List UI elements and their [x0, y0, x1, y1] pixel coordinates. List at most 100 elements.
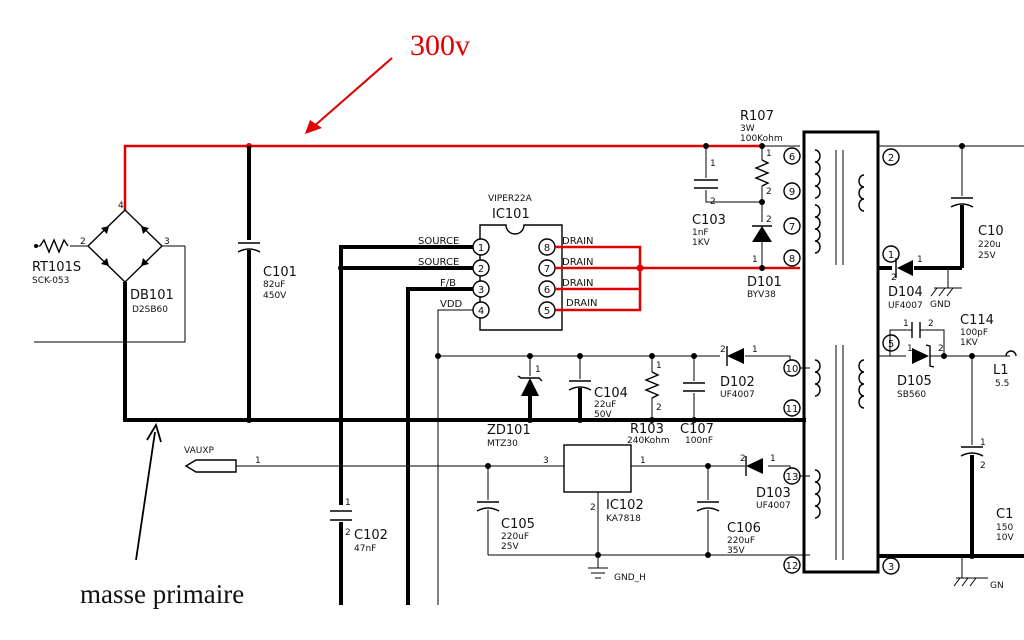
c101-value2: 450V — [263, 291, 287, 301]
zd101-ref: ZD101 — [487, 423, 531, 438]
ground-annotation: masse primaire — [80, 422, 244, 609]
transformer: 6 9 7 8 10 11 13 12 2 1 5 3 — [783, 130, 900, 575]
db101-value: D2SB60 — [132, 305, 168, 315]
svg-text:2: 2 — [710, 197, 716, 207]
xfmr-pin-2: 2 — [888, 153, 894, 164]
source-wires — [338, 245, 473, 505]
d103-ref: D103 — [756, 486, 791, 501]
ic101-pin1-name: SOURCE — [418, 236, 459, 247]
l1-value: 5.5 — [995, 379, 1009, 389]
c114-value2: 1KV — [960, 338, 979, 348]
ic102-value: KA7818 — [606, 514, 641, 524]
c101-value1: 82uF — [263, 280, 285, 290]
capacitor-c102: 1 2 C102 47nF — [330, 498, 388, 605]
drain-wires — [555, 245, 800, 312]
svg-text:1: 1 — [907, 344, 913, 354]
svg-text:1: 1 — [752, 345, 758, 355]
ic101-pin5-num: 5 — [544, 306, 550, 317]
d105-value: SB560 — [897, 390, 926, 400]
c101-ref: C101 — [263, 265, 297, 280]
c106-value2: 35V — [727, 546, 745, 556]
d101-value: BYV38 — [747, 290, 776, 300]
bridge-db101: 4 3 2 DB101 D2SB60 — [34, 201, 186, 343]
fb-vdd-wires — [406, 287, 473, 605]
ic101-pin5-name: DRAIN — [566, 298, 598, 309]
svg-text:1: 1 — [766, 149, 772, 159]
svg-text:4: 4 — [118, 201, 124, 211]
ic101-pin3-name: F/B — [440, 278, 456, 289]
ground-note: masse primaire — [80, 579, 244, 609]
d104-value: UF4007 — [888, 301, 923, 311]
rt101-value: SCK-053 — [32, 276, 69, 286]
c106-ref: C106 — [727, 521, 761, 536]
r103-value: 240Kohm — [627, 436, 670, 446]
svg-text:2: 2 — [891, 273, 897, 283]
db101-ref: DB101 — [130, 288, 174, 303]
c10-value2: 25V — [978, 251, 996, 261]
svg-text:1: 1 — [656, 361, 662, 371]
vauxp-pin: 1 — [255, 456, 261, 466]
ic101-pin6-name: DRAIN — [562, 278, 594, 289]
c104-ref: C104 — [594, 386, 628, 401]
zd101-value: MTZ30 — [487, 439, 518, 449]
capacitor-c101: C101 82uF 450V — [237, 146, 297, 420]
gnd-right-label: GN — [990, 581, 1004, 591]
c102-value: 47nF — [354, 544, 376, 554]
ic101-pin3-num: 3 — [478, 285, 484, 296]
svg-text:2: 2 — [766, 215, 772, 225]
c103-value1: 1nF — [692, 228, 709, 238]
c10-value1: 220u — [978, 240, 1001, 250]
vauxp-label: VAUXP — [184, 446, 214, 456]
vdd-network: 1 1 2 2 1 ZD101 MTZ30 C104 22uF 50V R103… — [438, 345, 810, 449]
d101-ref: D101 — [747, 275, 782, 290]
d104-ref: D104 — [888, 285, 923, 300]
svg-text:1: 1 — [770, 454, 776, 464]
snubber: 1 2 1 2 2 1 R107 3W 100Kohm C103 1nF 1KV… — [692, 109, 783, 300]
ic101-pin8-num: 8 — [544, 243, 550, 254]
svg-text:2: 2 — [345, 528, 351, 538]
svg-text:2: 2 — [766, 187, 772, 197]
c105-ref: C105 — [501, 517, 535, 532]
svg-text:1: 1 — [980, 438, 986, 448]
ic101-pin6-num: 6 — [544, 285, 550, 296]
r107-value2: 100Kohm — [740, 134, 783, 144]
svg-text:3: 3 — [164, 237, 170, 247]
crop-mask — [470, 600, 870, 640]
xfmr-pin-7: 7 — [789, 222, 795, 233]
c105-value1: 220uF — [501, 532, 529, 542]
ic101-pin2-num: 2 — [478, 264, 484, 275]
ic102-ref: IC102 — [606, 498, 644, 513]
c1-value1: 150 — [996, 523, 1013, 533]
c10-ref: C10 — [978, 224, 1004, 239]
aux-regulator: VAUXP 1 3 1 2 IC102 KA7818 2 1 D103 UF40… — [184, 444, 810, 583]
svg-text:2: 2 — [80, 237, 86, 247]
svg-text:1: 1 — [710, 159, 716, 169]
c102-ref: C102 — [354, 528, 388, 543]
ic101-pin4-name: VDD — [440, 299, 463, 310]
c114-ref: C114 — [960, 313, 994, 328]
r107-value1: 3W — [740, 124, 755, 134]
secondary-side: C10 220u 25V 2 1 D104 UF4007 GND 1 2 C11… — [878, 143, 1024, 591]
r103-ref: R103 — [630, 422, 664, 437]
c104-value2: 50V — [594, 410, 612, 420]
voltage-annotation: 300v — [305, 29, 470, 134]
c107-ref: C107 — [680, 422, 714, 437]
xfmr-pin-5: 5 — [888, 339, 894, 350]
gnd-label: GND — [930, 300, 951, 310]
thermistor-rt101: RT101S SCK-053 — [32, 238, 81, 286]
rt101-ref: RT101S — [32, 260, 81, 275]
svg-text:2: 2 — [720, 345, 726, 355]
c114-value1: 100pF — [960, 328, 988, 338]
xfmr-pin-6: 6 — [789, 152, 795, 163]
xfmr-pin-13: 13 — [786, 472, 799, 483]
voltage-label: 300v — [410, 29, 470, 62]
c1-value2: 10V — [996, 533, 1014, 543]
ic-ic101: VIPER22A IC101 1 2 3 4 SOURCE SOURCE F/B… — [418, 194, 598, 331]
xfmr-pin-10: 10 — [786, 364, 799, 375]
l1-ref: L1 — [993, 363, 1009, 378]
ic101-pin7-name: DRAIN — [562, 257, 594, 268]
r107-ref: R107 — [740, 109, 774, 124]
xfmr-pin-12: 12 — [786, 561, 799, 572]
ic102-out-pin: 1 — [640, 456, 646, 466]
